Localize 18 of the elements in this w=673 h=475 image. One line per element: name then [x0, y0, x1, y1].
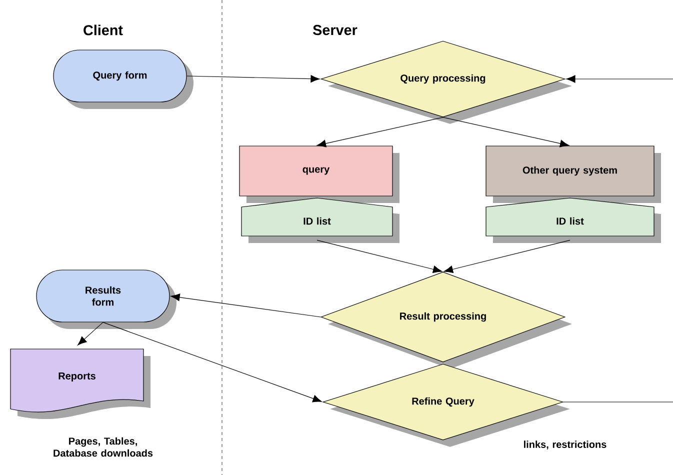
arrow — [102, 322, 322, 402]
data-tag: ID list — [241, 198, 400, 243]
terminal-box: Query form — [53, 50, 194, 109]
column-heading: Client — [84, 24, 123, 36]
arrow — [186, 75, 320, 83]
data-tag: ID list — [486, 198, 661, 243]
caption-text: Pages, Tables, Database downloads — [54, 437, 153, 457]
process-box: Other query system — [486, 146, 661, 203]
arrow — [566, 75, 673, 83]
arrow — [170, 294, 321, 318]
terminal-box: Results form — [36, 270, 176, 329]
arrow — [78, 322, 104, 346]
column-heading: Server — [313, 24, 358, 36]
arrow — [444, 240, 570, 274]
arrow — [442, 117, 570, 148]
arrow — [316, 117, 444, 148]
arrow — [316, 240, 442, 273]
process-box: query — [239, 146, 400, 203]
